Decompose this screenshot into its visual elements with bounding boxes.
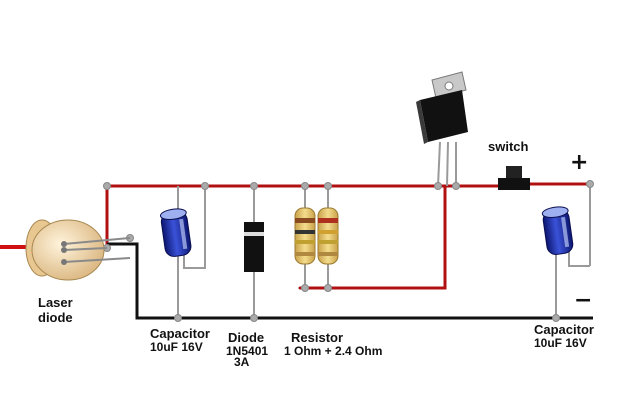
negative-terminal-sign: − — [574, 288, 593, 313]
negative-rail — [107, 242, 593, 320]
diode-part-number: 1N5401 — [226, 344, 269, 358]
capacitor-icon — [159, 208, 192, 257]
laser-diode-label-line2: diode — [38, 310, 73, 325]
diode-current-rating: 3A — [234, 355, 250, 369]
capacitor-left-value: 10uF 16V — [150, 340, 203, 354]
voltage-regulator-icon — [416, 71, 468, 144]
resistor-label: Resistor — [291, 330, 344, 345]
laser-diode-icon — [25, 219, 131, 281]
positive-terminal-sign: + — [570, 150, 589, 175]
resistor-value: 1 Ohm + 2.4 Ohm — [284, 344, 383, 358]
capacitor-right-value: 10uF 16V — [534, 336, 587, 350]
capacitor-right-label: Capacitor — [534, 322, 594, 337]
capacitor-icon — [541, 206, 574, 255]
terminal-dots — [103, 180, 594, 322]
diode-icon — [244, 222, 264, 272]
laser-diode-label-line1: Laser — [38, 295, 73, 310]
diode-label: Diode — [228, 330, 265, 345]
switch-label: switch — [488, 139, 529, 154]
push-switch-icon — [498, 166, 530, 190]
capacitor-left-label: Capacitor — [150, 326, 210, 341]
component-leads — [177, 141, 591, 318]
resistor-icon — [294, 207, 339, 265]
